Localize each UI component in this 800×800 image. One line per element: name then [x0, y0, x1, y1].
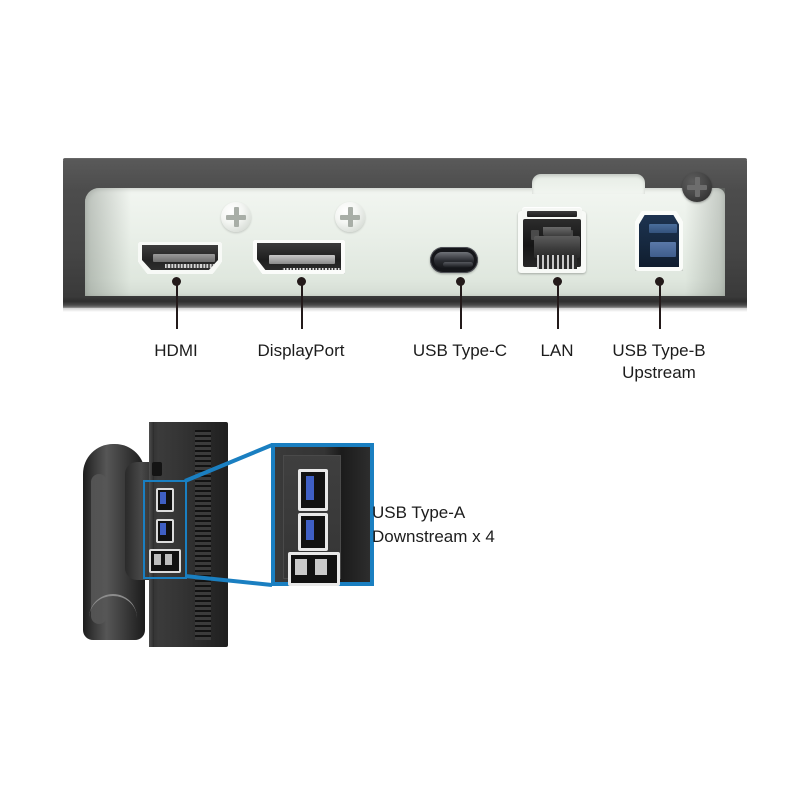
displayport-port-icon: [253, 240, 345, 274]
hdmi-tongue: [153, 254, 218, 268]
rj45-cavity: [523, 219, 581, 269]
hdmi-cavity: [142, 245, 218, 270]
hdmi-pins: [165, 264, 218, 268]
label-usb-type-a-callout: USB Type-A Downstream x 4: [372, 501, 495, 549]
magnified-usb-a-3-4: [288, 552, 340, 586]
monitor-edge-highlight: [149, 422, 154, 647]
usb-dual-insert-left: [154, 554, 161, 565]
leader-line-usbb: [659, 281, 661, 329]
label-usb-type-b-text: USB Type-B: [612, 341, 706, 360]
side-usb-a-2: [156, 519, 174, 543]
label-displayport: DisplayPort: [231, 340, 371, 362]
usb-blue-insert: [306, 476, 314, 500]
usb-blue-insert: [160, 492, 166, 504]
usb-dual-insert-right: [315, 559, 327, 575]
rj45-led-left: [531, 230, 539, 240]
stand-highlight: [91, 474, 107, 624]
usb-b-lower-contact: [650, 242, 676, 257]
plate-right-shading: [685, 188, 725, 296]
label-usb-type-a-line2: Downstream x 4: [372, 527, 495, 546]
usb-c-tongue: [443, 262, 473, 267]
displayport-cavity: [257, 243, 341, 270]
screw-mid: [335, 202, 365, 232]
leader-line-usbc: [460, 281, 462, 329]
usb-b-cavity: [639, 215, 679, 267]
magnified-usb-callout: [271, 443, 374, 586]
ventilation-slots: [195, 430, 211, 640]
bezel-bottom-edge: [63, 296, 747, 308]
usb-blue-insert: [306, 520, 314, 540]
rj45-body: [534, 236, 580, 258]
usb-type-b-port-icon: [635, 211, 683, 271]
screw-left: [221, 202, 251, 232]
label-usb-type-c-text: USB Type-C: [412, 341, 508, 360]
screw-cross-vertical: [694, 177, 700, 197]
side-usb-a-3-4: [149, 549, 181, 573]
bezel-highlight: [63, 158, 747, 160]
leader-line-lan: [557, 281, 559, 329]
monitor-side-profile: [83, 422, 228, 647]
label-lan: LAN: [517, 340, 597, 362]
usb-dual-insert-right: [165, 554, 172, 565]
panel-drop-shadow: [63, 307, 747, 312]
bezel-notch-cutout: [532, 174, 645, 194]
label-lan-text: LAN: [540, 341, 574, 360]
stand-base-arc: [89, 594, 137, 618]
label-hdmi: HDMI: [116, 340, 236, 362]
side-button-nub: [152, 462, 162, 476]
usb-b-upper-contact: [649, 224, 677, 233]
callout-source-rect: [143, 480, 187, 579]
magnified-usb-a-2: [298, 513, 328, 551]
displayport-tongue: [269, 255, 341, 270]
leader-line-hdmi: [176, 281, 178, 329]
usb-type-c-port-icon: [430, 247, 478, 273]
magnified-usb-a-1: [298, 469, 328, 511]
rj45-keyway: [543, 227, 571, 236]
rj45-contacts: [537, 255, 577, 269]
usb-c-cavity: [434, 252, 474, 268]
magnified-port-panel: [283, 455, 341, 586]
plate-left-shading: [85, 188, 131, 296]
rj45-lan-port-icon: [518, 207, 586, 273]
label-displayport-text: DisplayPort: [257, 341, 345, 360]
usb-dual-insert-left: [295, 559, 307, 575]
screw-cross-vertical: [233, 207, 239, 227]
rj45-latch-slot: [522, 207, 582, 219]
usb-blue-insert: [160, 523, 166, 535]
label-usb-type-b-line2: Upstream: [622, 363, 696, 382]
side-usb-a-1: [156, 488, 174, 512]
label-usb-type-c: USB Type-C: [380, 340, 540, 362]
label-usb-type-b: USB Type-B Upstream: [599, 340, 719, 384]
hdmi-port-icon: [138, 242, 222, 274]
displayport-pins: [282, 268, 341, 270]
label-hdmi-text: HDMI: [154, 341, 198, 360]
rear-io-panel: [63, 158, 747, 312]
label-usb-type-a-line1: USB Type-A: [372, 503, 466, 522]
screw-cross-vertical: [347, 207, 353, 227]
screw-right: [682, 172, 712, 202]
leader-line-displayport: [301, 281, 303, 329]
